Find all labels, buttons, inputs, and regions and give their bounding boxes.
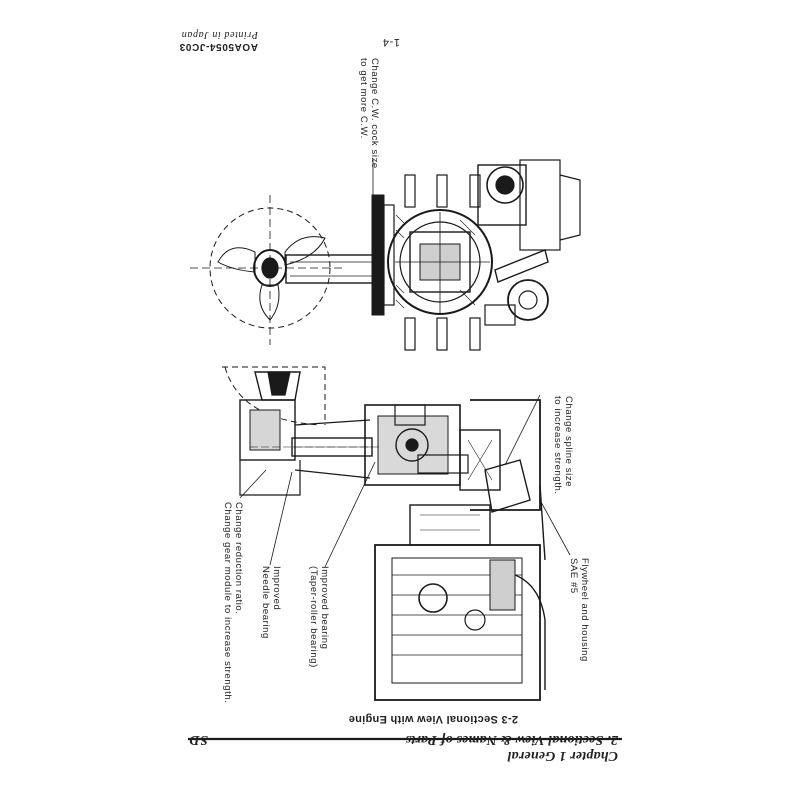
page-number: 1-4 xyxy=(382,36,400,48)
annotation-needle-bearing: Improved Needle bearing xyxy=(260,566,282,639)
figure-title: 2-3 Sectional View with Engine xyxy=(348,713,518,725)
printed-in-japan: Printed in Japan xyxy=(181,29,258,40)
footer-section: 2. Sectional View & Names of Parts xyxy=(405,732,618,747)
footer-chapter: Chapter 1 General xyxy=(507,748,618,763)
annotation-cw-cock: Change C.W. cock size to get more C.W. xyxy=(358,58,380,169)
annotation-reduction: Change reduction ratio. Change gear modu… xyxy=(222,502,244,704)
doc-code: AOA5054-JC03 xyxy=(179,41,258,52)
end-view-drawing xyxy=(190,159,581,351)
annotation-flywheel: Flywheel and housing SAE #5 xyxy=(568,558,590,662)
annotation-bearing: Improved bearing (Taper-roller bearing) xyxy=(308,566,330,668)
footer-model: SD xyxy=(188,732,208,747)
side-section-drawing xyxy=(222,366,571,701)
annotation-spline: Change spline size to increase strength. xyxy=(552,396,574,495)
